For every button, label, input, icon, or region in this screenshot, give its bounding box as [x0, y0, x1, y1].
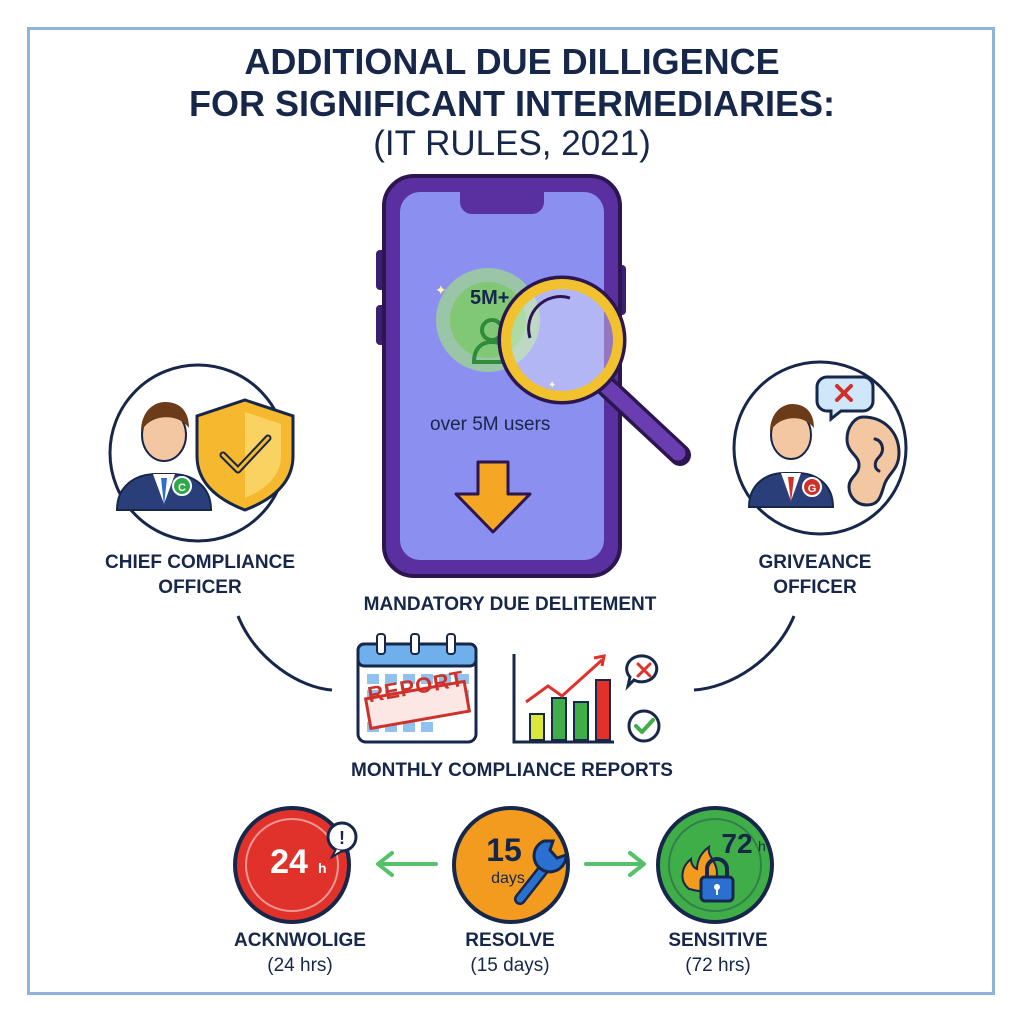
resolve-sub: (15 days) [470, 955, 550, 976]
phone-badge: 5M+ [470, 287, 510, 309]
title-line-2: FOR SIGNIFICANT INTERMEDIARIES: [189, 83, 835, 124]
sparkle-icon: ✦ [435, 282, 447, 298]
timer-15-value: 15 [486, 832, 522, 868]
bar-chart-icon [512, 654, 614, 744]
officer-avatar-icon [115, 402, 213, 511]
lock-icon [699, 857, 735, 903]
mandatory-label: MANDATORY DUE DELITEMENT [363, 594, 657, 615]
officer-avatar-icon [747, 404, 835, 508]
speech-bubble-x-icon [815, 375, 875, 423]
timer-72h [656, 806, 774, 924]
timer-24-value: 24 [270, 843, 308, 881]
timer-24-unit: h [318, 860, 327, 876]
grievance-officer-label-2: OFFICER [773, 577, 857, 598]
arrow-left-icon [376, 851, 438, 877]
grievance-officer-label-1: GRIVEANCE [758, 552, 872, 573]
ear-icon [845, 415, 901, 507]
title-line-1: ADDITIONAL DUE DILLIGENCE [244, 41, 780, 82]
grievance-badge-letter: G [808, 483, 817, 495]
chief-officer-label-2: OFFICER [158, 577, 242, 598]
check-icon [627, 709, 661, 743]
wrench-icon [514, 839, 568, 905]
chief-officer-label-1: CHIEF COMPLIANCE [105, 552, 295, 573]
grievance-officer-circle: G [732, 360, 908, 536]
reports-label: MONTHLY COMPLIANCE REPORTS [351, 760, 673, 781]
title-line-3: (IT RULES, 2021) [373, 124, 651, 163]
sensitive-title: SENSITIVE [668, 930, 768, 951]
sparkle-icon: ✦ [548, 380, 556, 391]
alert-bubble-icon: ! [326, 821, 358, 860]
timer-15-unit: days [491, 870, 525, 887]
arrow-right-icon [584, 851, 646, 877]
phone-caption: over 5M users [430, 414, 551, 435]
resolve-title: RESOLVE [465, 930, 555, 951]
sensitive-sub: (72 hrs) [685, 955, 751, 976]
acknowledge-sub: (24 hrs) [267, 955, 333, 976]
timer-15days [452, 806, 570, 924]
svg-text:!: ! [339, 828, 345, 848]
shield-check-icon [195, 398, 295, 512]
x-bubble-icon [625, 654, 659, 691]
acknowledge-title: ACKNWOLIGE [234, 930, 366, 951]
outer-frame [27, 27, 995, 995]
down-arrow-icon [454, 460, 532, 534]
timer-72-unit: h [758, 838, 766, 854]
calendar-icon [356, 633, 478, 744]
timer-24h: ! [233, 806, 358, 924]
magnifier-icon [497, 275, 691, 466]
chief-badge-letter: C [178, 482, 186, 494]
timer-72-value: 72 [721, 828, 753, 859]
chief-officer-circle: C [108, 363, 295, 543]
